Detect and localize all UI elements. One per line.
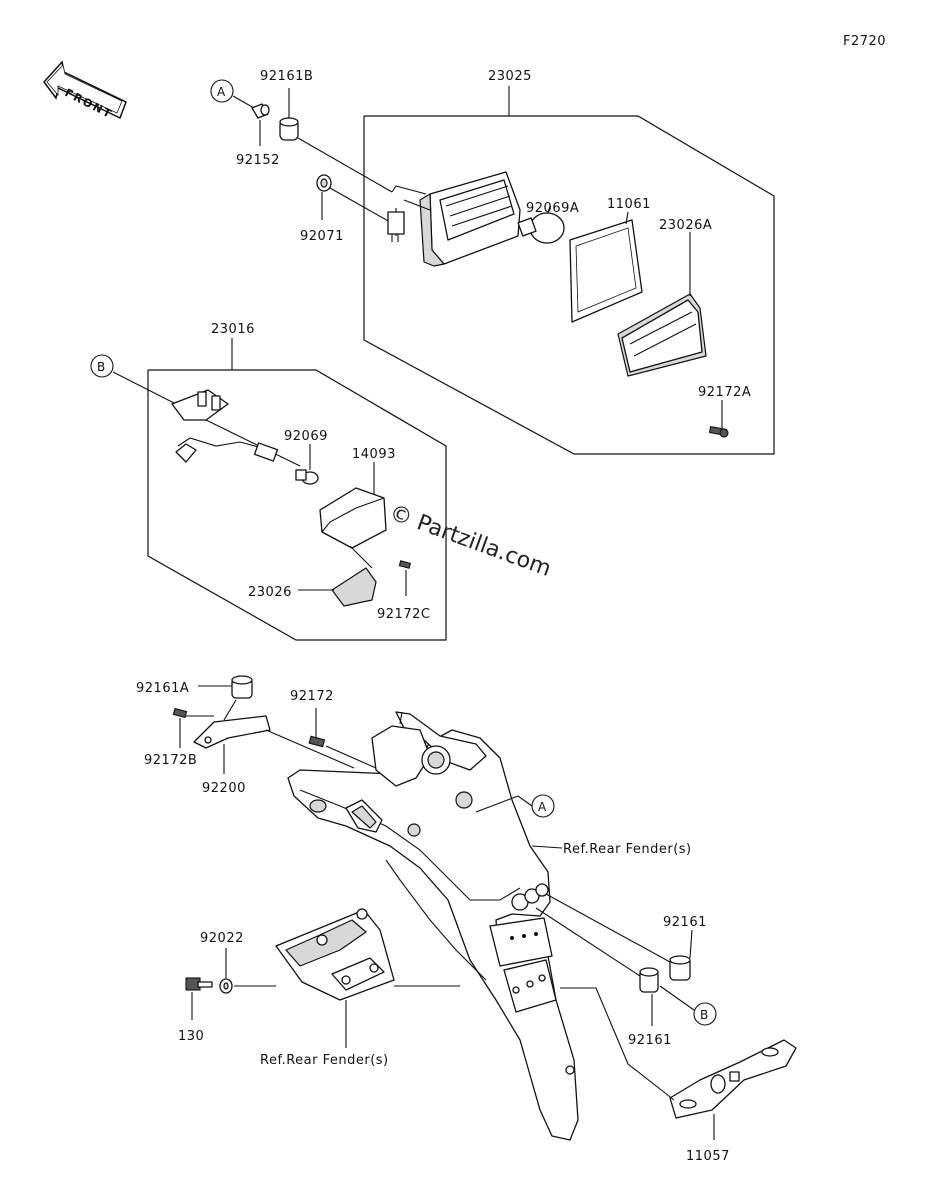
label-ref-rear-fender-2: Ref.Rear Fender(s) (260, 1053, 389, 1068)
svg-text:A: A (538, 800, 547, 814)
assembly-frame-23016 (147, 369, 447, 641)
part-92161-lower (535, 907, 659, 1026)
ref-b-bottom: B (659, 985, 717, 1026)
label-92022: 92022 (200, 931, 244, 946)
part-license-lamp-socket (171, 389, 301, 467)
part-92071 (316, 174, 391, 223)
label-92172A: 92172A (698, 385, 751, 400)
part-taillight-housing (387, 171, 521, 267)
label-92069: 92069 (284, 429, 328, 444)
label-92172B: 92172B (144, 753, 197, 768)
label-92161A: 92161A (136, 681, 189, 696)
ref-b-top: B (90, 354, 177, 405)
watermark: © Partzilla.com (386, 500, 554, 582)
label-23025: 23025 (488, 69, 532, 84)
svg-text:B: B (700, 1008, 709, 1022)
label-23026: 23026 (248, 585, 292, 600)
part-92172A-screw (708, 400, 729, 438)
part-rear-fender (287, 711, 579, 1141)
label-130: 130 (178, 1029, 204, 1044)
part-lower-fender-bracket (275, 908, 460, 1048)
ref-a-top: A (210, 79, 255, 109)
label-92069A: 92069A (526, 201, 579, 216)
part-92152 (251, 103, 270, 146)
part-92161B (279, 88, 393, 193)
part-92069A-bulb (517, 205, 565, 244)
label-23026A: 23026A (659, 218, 712, 233)
part-92172C-screw (398, 560, 412, 596)
part-92200-bracket (193, 699, 355, 774)
label-92152: 92152 (236, 153, 280, 168)
front-arrow-icon: FRONT (43, 60, 127, 121)
svg-text:© Partzilla.com: © Partzilla.com (386, 500, 554, 582)
label-92172: 92172 (290, 689, 334, 704)
part-23026A-lens (617, 232, 707, 377)
part-92172B-bolt (172, 707, 214, 748)
part-14093-cover (319, 462, 387, 549)
part-11061-gasket (569, 211, 643, 323)
part-92161A (198, 675, 253, 699)
svg-text:A: A (217, 85, 226, 99)
svg-text:B: B (97, 360, 106, 374)
part-130-bolt (185, 977, 213, 1020)
part-92022-washer (219, 948, 276, 994)
label-92161-top: 92161 (663, 915, 707, 930)
part-92172-bolt (308, 708, 377, 769)
label-92071: 92071 (300, 229, 344, 244)
assembly-frame-23025 (363, 115, 775, 455)
label-92200: 92200 (202, 781, 246, 796)
ref-a-bottom: A (475, 794, 555, 818)
figure-code: F2720 (843, 34, 886, 49)
label-11061: 11061 (607, 197, 651, 212)
label-11057: 11057 (686, 1149, 730, 1164)
label-14093: 14093 (352, 447, 396, 462)
label-92161B: 92161B (260, 69, 313, 84)
label-ref-rear-fender-1: Ref.Rear Fender(s) (563, 842, 692, 857)
label-23016: 23016 (211, 322, 255, 337)
label-92161-bot: 92161 (628, 1033, 672, 1048)
part-92069-bulb (295, 444, 319, 485)
part-92161-upper (545, 893, 693, 981)
part-23026-lens (298, 545, 377, 607)
label-92172C: 92172C (377, 607, 430, 622)
part-11057-bracket (560, 987, 797, 1140)
